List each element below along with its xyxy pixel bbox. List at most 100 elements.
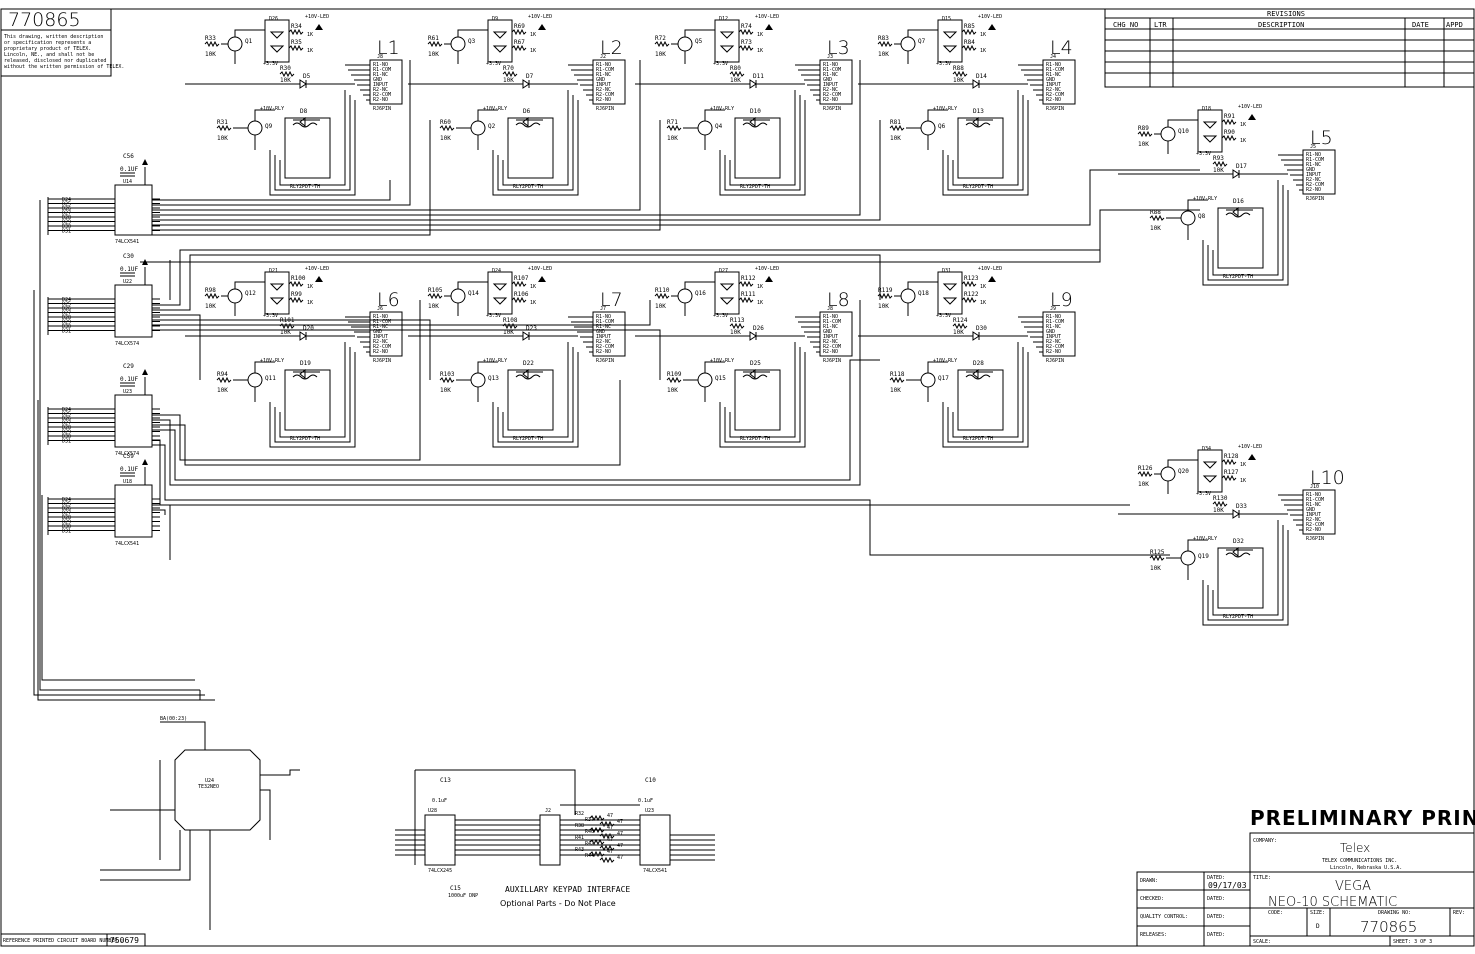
transistor-q-top — [677, 288, 693, 304]
bus-pin-label: D25 — [62, 302, 71, 308]
resistor-zigzag — [952, 322, 968, 330]
code-label: CODE: — [1268, 910, 1283, 916]
bus-pin-label: D30 — [62, 224, 71, 230]
connector-ref: J8 — [377, 54, 383, 60]
res-bot-value: 10K — [217, 387, 228, 394]
channel-label: L7 — [600, 289, 623, 311]
relay-part-label: RLY2PDT-TH — [290, 436, 320, 442]
led-ref: D18 — [1202, 106, 1211, 112]
res-top-value: 10K — [205, 303, 216, 310]
res-bot-value: 10K — [440, 135, 451, 142]
checked-label: CHECKED: — [1140, 896, 1164, 902]
led-res-b-value: 1K — [1240, 138, 1246, 144]
transistor-q-bot — [1180, 210, 1196, 226]
ic-ref: U14 — [123, 179, 132, 185]
notice-line-3: proprietary product of TELEX. — [4, 46, 91, 52]
notice-line-6: without the written permission of TELEX. — [4, 64, 124, 70]
res-top-value: 10K — [428, 303, 439, 310]
q-bot-ref: Q19 — [1198, 553, 1209, 560]
keypad-res-ref: R42 — [585, 841, 594, 847]
connector-ref: J4 — [1050, 54, 1056, 60]
ic-ref: U23 — [123, 389, 132, 395]
transistor-q-top — [227, 36, 243, 52]
resistor-zigzag — [1212, 160, 1228, 168]
transistor-q-bot — [697, 372, 713, 388]
connector-pin-label: R2-COM — [1306, 182, 1324, 188]
led-supply-arrow-icon — [988, 276, 996, 282]
rev-col-chg: CHG NO — [1113, 21, 1138, 29]
keypad-res-value: 47 — [617, 843, 623, 849]
connector-pin-label: R1-NO — [823, 314, 838, 320]
ic-body — [114, 394, 153, 448]
led-diodes-icon — [1202, 121, 1218, 143]
res-top-value: 10K — [1138, 481, 1149, 488]
rj6-connector — [1042, 311, 1076, 357]
ic-body — [114, 184, 153, 236]
connector-pin-label: R2-NC — [823, 339, 838, 345]
keypad-res-ref: R43 — [575, 847, 584, 853]
q-top-ref: Q1 — [245, 38, 253, 45]
led-diodes-icon — [942, 31, 958, 53]
diode-ref: D5 — [303, 73, 311, 80]
led-res-a-ref: R128 — [1224, 453, 1239, 460]
keypad-c15: C15 — [450, 885, 461, 892]
revisions-table: REVISIONS CHG NO LTR DESCRIPTION DATE AP… — [1104, 8, 1475, 88]
bus-pin-label: D24 — [62, 497, 71, 503]
diode-res-ref: R124 — [953, 317, 968, 324]
res-bot-value: 10K — [440, 387, 451, 394]
res-bot-value: 10K — [667, 387, 678, 394]
relay-box — [507, 117, 554, 179]
keypad-res-value: 47 — [617, 819, 623, 825]
dated-label-3: DATED: — [1207, 914, 1225, 920]
res-top-ref: R33 — [205, 35, 216, 42]
res-bot-ref: R71 — [667, 119, 678, 126]
logic-supply-label: +3.3V — [936, 61, 951, 67]
relay-box — [957, 369, 1004, 431]
supply-arrow-icon — [142, 159, 148, 165]
size-value: D — [1316, 923, 1320, 930]
resistor-zigzag — [961, 280, 977, 288]
keypad-res-ref: R44 — [585, 853, 594, 859]
led-diodes-icon — [492, 283, 508, 305]
led-supply-arrow-icon — [1248, 454, 1256, 460]
led-ref: D9 — [492, 16, 498, 22]
led-diodes-icon — [1202, 461, 1218, 483]
led-diodes-icon — [269, 283, 285, 305]
rj6-connector — [592, 311, 626, 357]
keypad-u23-part: 74LCX541 — [643, 868, 667, 874]
resistor-zigzag — [216, 376, 232, 384]
resistor-zigzag — [216, 124, 232, 132]
resistor-zigzag — [511, 296, 527, 304]
keypad-res-ref: R37 — [585, 817, 594, 823]
logic-supply-label: +3.3V — [486, 313, 501, 319]
rev-col-appd: APPD — [1446, 21, 1463, 29]
connector-pin-label: GND — [823, 329, 832, 335]
drawing-number-box: 770865 This drawing, written description… — [0, 8, 124, 77]
led-diodes-icon — [492, 31, 508, 53]
bus-wiring — [33, 60, 1200, 701]
transistor-q-bot — [1180, 550, 1196, 566]
connector-pin-label: R1-NO — [1306, 492, 1321, 498]
bus-pin-label: D31 — [62, 229, 71, 235]
connector-pin-label: R2-NC — [1046, 339, 1061, 345]
keypad-u23-ref: U23 — [645, 808, 654, 814]
q-top-ref: Q20 — [1178, 468, 1189, 475]
transistor-q-top — [900, 36, 916, 52]
resistor-zigzag — [279, 70, 295, 78]
led-supply-arrow-icon — [765, 24, 773, 30]
resistor-zigzag — [589, 850, 605, 858]
connector-type: RJ6PIN — [373, 358, 391, 364]
led-res-a-value: 1K — [757, 284, 763, 290]
keypad-c13: C13 — [440, 777, 451, 784]
relay-part-label: RLY2PDT-TH — [963, 436, 993, 442]
notice-line-4: Lincoln, NE., and shall not be — [4, 52, 94, 58]
connector-pin-label: R2-NO — [596, 349, 611, 355]
connector-pin-label: GND — [1306, 507, 1315, 513]
relay-part-label: RLY2PDT-TH — [963, 184, 993, 190]
relay-part-label: RLY2PDT-TH — [290, 184, 320, 190]
led-res-b-ref: R73 — [741, 39, 752, 46]
keypad-res-value: 47 — [617, 831, 623, 837]
reference-board-label: REFERENCE PRINTED CIRCUIT BOARD NUMBER : — [3, 938, 123, 944]
connector-pin-label: R2-COM — [1046, 92, 1064, 98]
